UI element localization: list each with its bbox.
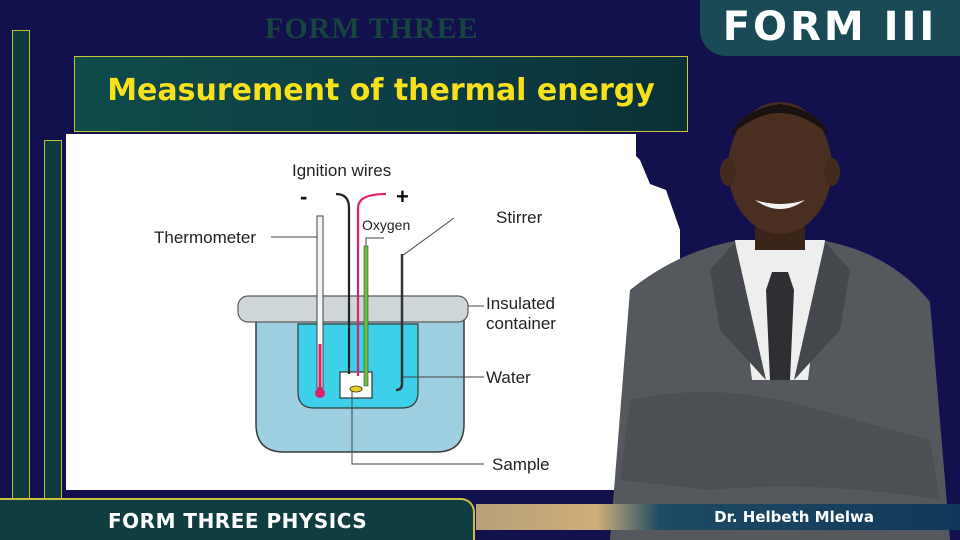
positive-wire [356,192,387,376]
ear-right [824,158,840,186]
watermark-text: FORM THREE [265,12,479,45]
negative-wire [335,192,351,374]
form-badge-label: FORM III [722,4,938,50]
container-lid [237,295,469,323]
hair [730,104,830,136]
thermometer-bulb [315,388,325,398]
smile [755,200,805,209]
sample-pellet [349,385,363,393]
stirrer-leader [401,217,455,257]
label-water: Water [486,368,531,387]
decorative-bar-left [12,30,30,500]
ear-left [720,158,736,186]
slide-title-box: Measurement of thermal energy [74,56,688,132]
label-thermometer: Thermometer [154,228,256,247]
thermometer-mercury [318,344,322,388]
presenter-name: Dr. Helbeth Mlelwa [714,508,874,526]
stirrer-rod [395,254,404,392]
slide-title: Measurement of thermal energy [107,73,655,108]
oxygen-leader [365,237,384,246]
footer-subject: FORM THREE PHYSICS [108,509,368,533]
footer-subject-bar: FORM THREE PHYSICS [0,498,475,540]
label-sample: Sample [492,455,550,474]
label-insulated: Insulated [486,294,555,313]
right-lapel [794,242,850,380]
sample-leader [351,391,484,465]
head [728,102,832,234]
label-plus: + [396,184,409,209]
label-minus: - [300,184,307,209]
bomb-calorimeter-illustration: Ignition wires - + Oxygen Stirrer Thermo… [154,161,556,474]
left-lapel [710,242,766,380]
decorative-bar-inner [44,140,62,500]
label-stirrer: Stirrer [496,208,543,227]
presenter-photo [580,102,950,540]
form-badge: FORM III [700,0,960,56]
tie [766,272,794,380]
crossed-arms [620,392,940,500]
oxygen-tube [363,245,369,387]
calorimeter-diagram: Ignition wires - + Oxygen Stirrer Thermo… [66,134,636,490]
label-ignition-wires: Ignition wires [292,161,391,180]
label-oxygen: Oxygen [362,217,410,233]
footer-presenter-bar: Dr. Helbeth Mlelwa [476,504,960,530]
photo-background-fragment [580,140,680,310]
label-container: container [486,314,556,333]
